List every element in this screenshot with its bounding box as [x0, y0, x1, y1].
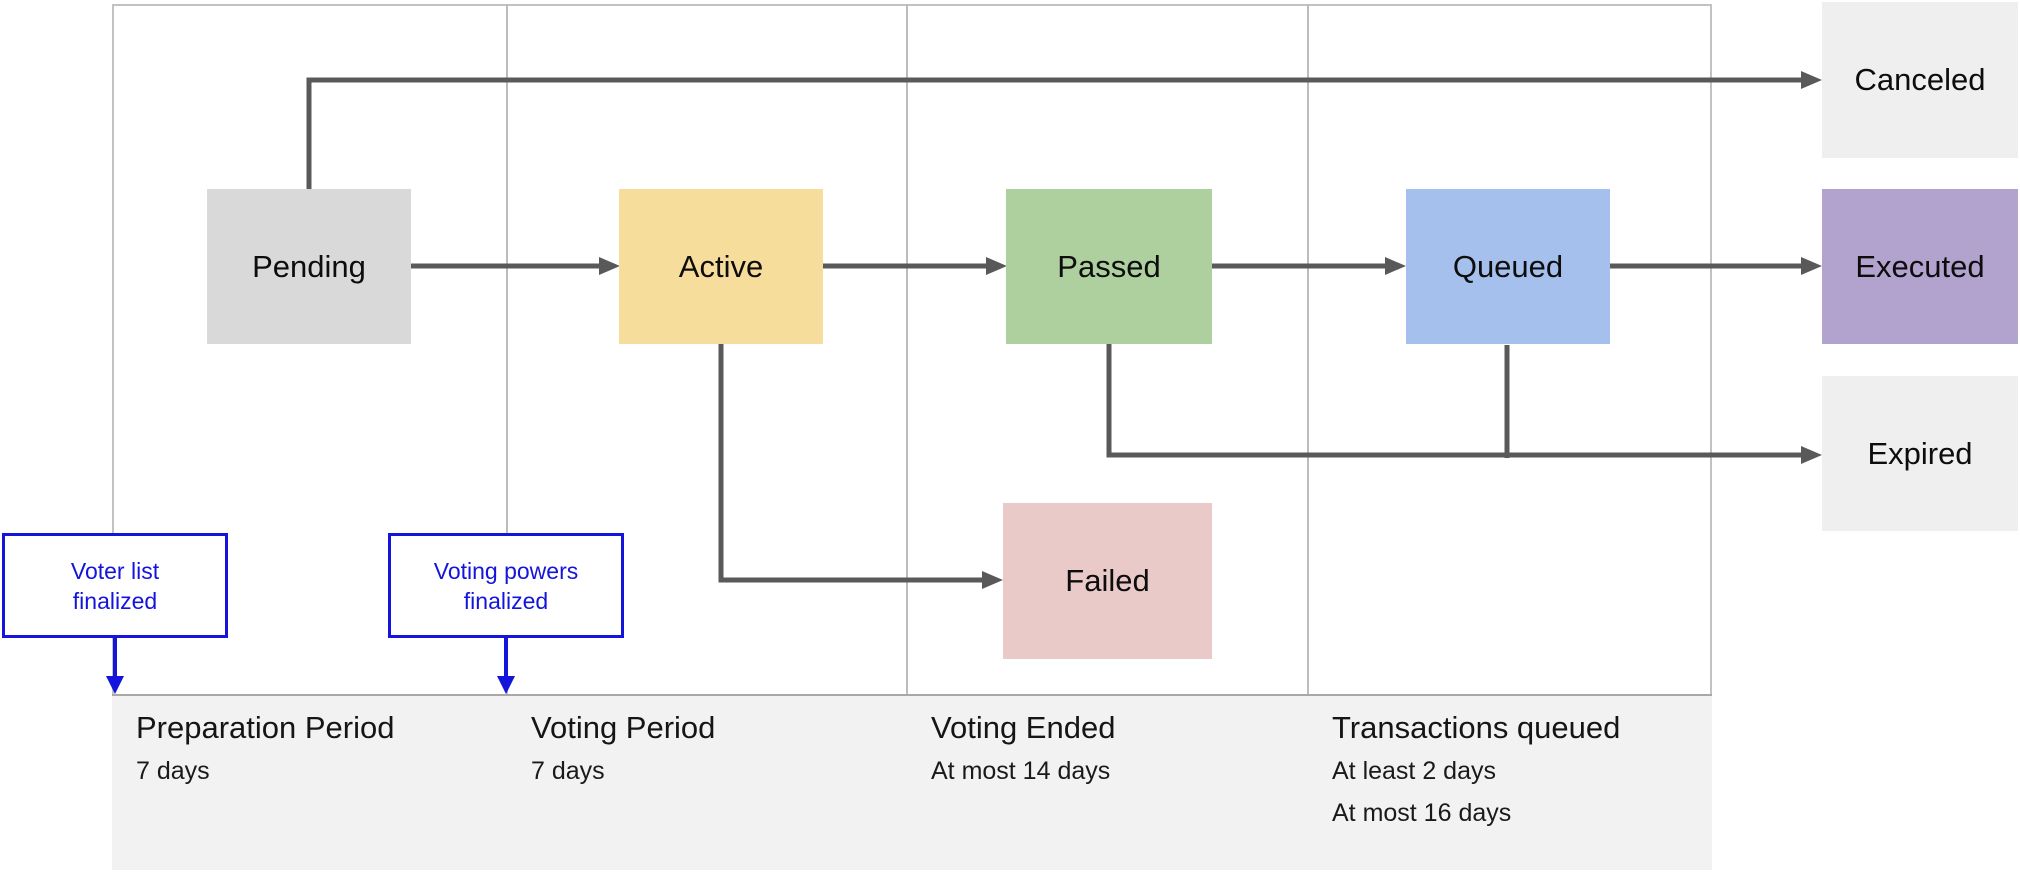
state-label: Executed: [1855, 248, 1985, 284]
timeline-period-voting-ended: Voting Ended At most 14 days: [931, 706, 1115, 792]
period-detail: At least 2 days: [1332, 757, 1496, 785]
period-detail: At most 14 days: [931, 757, 1111, 785]
arrow-passed-expired: [1106, 344, 1802, 458]
state-label: Expired: [1867, 435, 1973, 471]
state-label: Pending: [252, 248, 366, 284]
note-voter-list-finalized: Voter list finalized: [2, 533, 228, 638]
state-canceled: Canceled: [1822, 2, 2018, 158]
state-queued: Queued: [1406, 189, 1610, 344]
note-voting-powers-finalized: Voting powers finalized: [388, 533, 624, 638]
voting-powers-arrowhead: [497, 676, 515, 694]
period-title: Voting Ended: [931, 710, 1116, 745]
timeline-period-voting: Voting Period 7 days: [531, 706, 715, 792]
state-executed: Executed: [1822, 189, 2018, 344]
period-title: Voting Period: [531, 710, 716, 745]
flow-lines: [306, 77, 1802, 583]
timeline-period-transactions-queued: Transactions queued At least 2 days At m…: [1332, 706, 1620, 834]
column-divider-3: [1307, 4, 1309, 870]
period-title: Transactions queued: [1332, 710, 1621, 745]
state-label: Active: [678, 248, 764, 284]
state-label: Queued: [1452, 248, 1564, 284]
arrowhead-executed: [1801, 257, 1822, 275]
timeline-period-preparation: Preparation Period 7 days: [136, 706, 395, 792]
state-label: Failed: [1065, 563, 1150, 598]
state-passed: Passed: [1006, 189, 1212, 344]
period-detail: At most 16 days: [1332, 799, 1512, 827]
arrow-active-failed: [718, 344, 983, 583]
arrowhead-failed: [982, 571, 1003, 589]
flow-arrowheads: [599, 71, 1822, 589]
period-title: Preparation Period: [136, 710, 395, 745]
arrowhead-expired: [1801, 446, 1822, 464]
arrowhead-canceled: [1801, 71, 1822, 89]
timeline-band: [112, 694, 1712, 870]
voter-list-arrowhead: [106, 676, 124, 694]
column-divider-2: [906, 4, 908, 870]
note-line: Voter list: [70, 557, 160, 584]
arrowhead-passed: [986, 257, 1007, 275]
state-label: Canceled: [1854, 62, 1986, 97]
arrowhead-queued: [1385, 257, 1406, 275]
state-expired: Expired: [1822, 376, 2018, 531]
period-detail: 7 days: [136, 757, 210, 785]
note-line: Voting powers: [433, 557, 579, 584]
arrowhead-active: [599, 257, 620, 275]
state-label: Passed: [1057, 248, 1161, 284]
period-detail: 7 days: [531, 757, 605, 785]
arrow-pending-canceled: [306, 77, 1802, 189]
note-line: finalized: [72, 587, 158, 614]
note-line: finalized: [463, 587, 549, 614]
state-active: Active: [619, 189, 823, 344]
state-pending: Pending: [207, 189, 411, 344]
state-failed: Failed: [1003, 503, 1212, 659]
annotation-arrows: [106, 638, 515, 694]
column-divider-1: [506, 4, 508, 870]
